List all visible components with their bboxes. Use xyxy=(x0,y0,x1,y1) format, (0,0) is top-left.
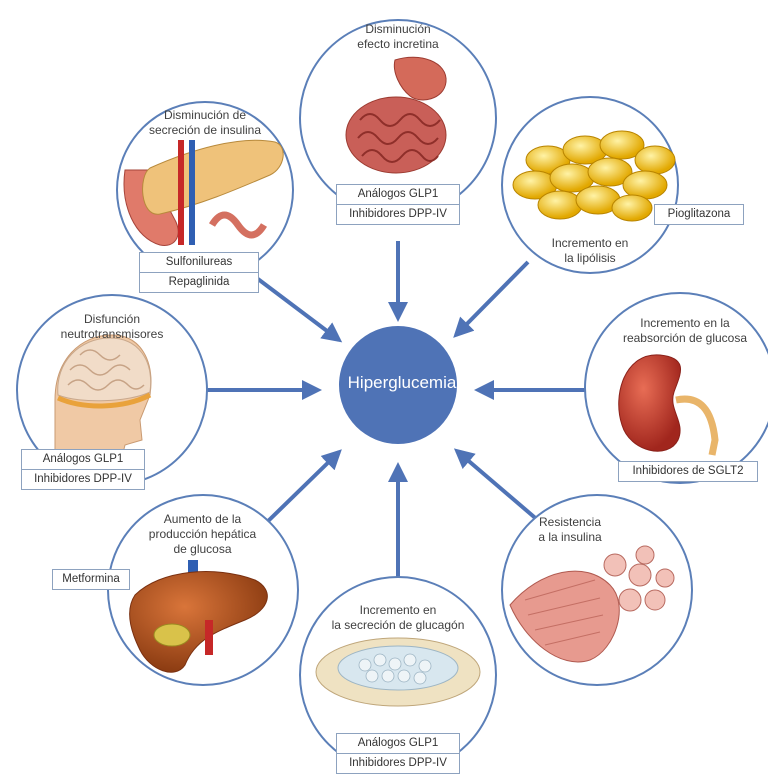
arrow-hepatic xyxy=(262,452,339,527)
title-lipolysis-line-1: Incremento en xyxy=(530,236,650,251)
title-lipolysis: Incremento en la lipólisis xyxy=(530,236,650,266)
drug-item: Inhibidores DPP-IV xyxy=(337,204,459,224)
title-neuro-line-1: Disfunción xyxy=(42,312,182,327)
drug-item: Pioglitazona xyxy=(655,205,743,224)
drugs-lipolysis: Pioglitazona xyxy=(654,204,744,225)
arrow-insulin-secretion xyxy=(246,270,339,340)
drug-item: Análogos GLP1 xyxy=(22,450,144,469)
arrow-lipolysis xyxy=(456,262,528,335)
title-glucagon: Incremento en la secreción de glucagón xyxy=(318,603,478,633)
title-hepatic-line-1: Aumento de la xyxy=(140,512,265,527)
title-hepatic-line-3: de glucosa xyxy=(140,542,265,557)
drugs-glucagon: Análogos GLP1 Inhibidores DPP-IV xyxy=(336,733,460,774)
drug-item: Sulfonilureas xyxy=(140,253,258,272)
title-hepatic-line-2: producción hepática xyxy=(140,527,265,542)
drugs-incretin: Análogos GLP1 Inhibidores DPP-IV xyxy=(336,184,460,225)
hub-label: Hiperglucemia xyxy=(333,372,471,394)
title-insulin-secretion: Disminución de secreción de insulina xyxy=(125,108,285,138)
title-glucagon-line-1: Incremento en xyxy=(318,603,478,618)
title-renal: Incremento en la reabsorción de glucosa xyxy=(610,316,760,346)
title-neuro-line-2: neutrotransmisores xyxy=(42,327,182,342)
title-insulin-resistance: Resistencia a la insulina xyxy=(520,515,620,545)
title-insulin-resistance-line-2: a la insulina xyxy=(520,530,620,545)
title-insulin-secretion-line-1: Disminución de xyxy=(125,108,285,123)
drug-item: Metformina xyxy=(53,570,129,589)
title-insulin-resistance-line-1: Resistencia xyxy=(520,515,620,530)
drugs-hepatic: Metformina xyxy=(52,569,130,590)
drug-item: Análogos GLP1 xyxy=(337,185,459,204)
title-hepatic: Aumento de la producción hepática de glu… xyxy=(140,512,265,557)
drug-item: Inhibidores de SGLT2 xyxy=(619,462,757,481)
title-insulin-secretion-line-2: secreción de insulina xyxy=(125,123,285,138)
title-incretin-line-1: Disminución xyxy=(318,22,478,37)
drug-item: Inhibidores DPP-IV xyxy=(337,753,459,773)
arrow-insulin-resistance xyxy=(457,451,540,522)
title-renal-line-2: reabsorción de glucosa xyxy=(610,331,760,346)
pancreatic-islet-icon xyxy=(316,638,480,706)
drug-item: Inhibidores DPP-IV xyxy=(22,469,144,489)
drug-item: Análogos GLP1 xyxy=(337,734,459,753)
title-renal-line-1: Incremento en la xyxy=(610,316,760,331)
drugs-neuro: Análogos GLP1 Inhibidores DPP-IV xyxy=(21,449,145,490)
title-lipolysis-line-2: la lipólisis xyxy=(530,251,650,266)
drugs-renal: Inhibidores de SGLT2 xyxy=(618,461,758,482)
drugs-insulin-secretion: Sulfonilureas Repaglinida xyxy=(139,252,259,293)
title-incretin: Disminución efecto incretina xyxy=(318,22,478,52)
title-incretin-line-2: efecto incretina xyxy=(318,37,478,52)
title-neuro: Disfunción neutrotransmisores xyxy=(42,312,182,342)
title-glucagon-line-2: la secreción de glucagón xyxy=(318,618,478,633)
drug-item: Repaglinida xyxy=(140,272,258,292)
